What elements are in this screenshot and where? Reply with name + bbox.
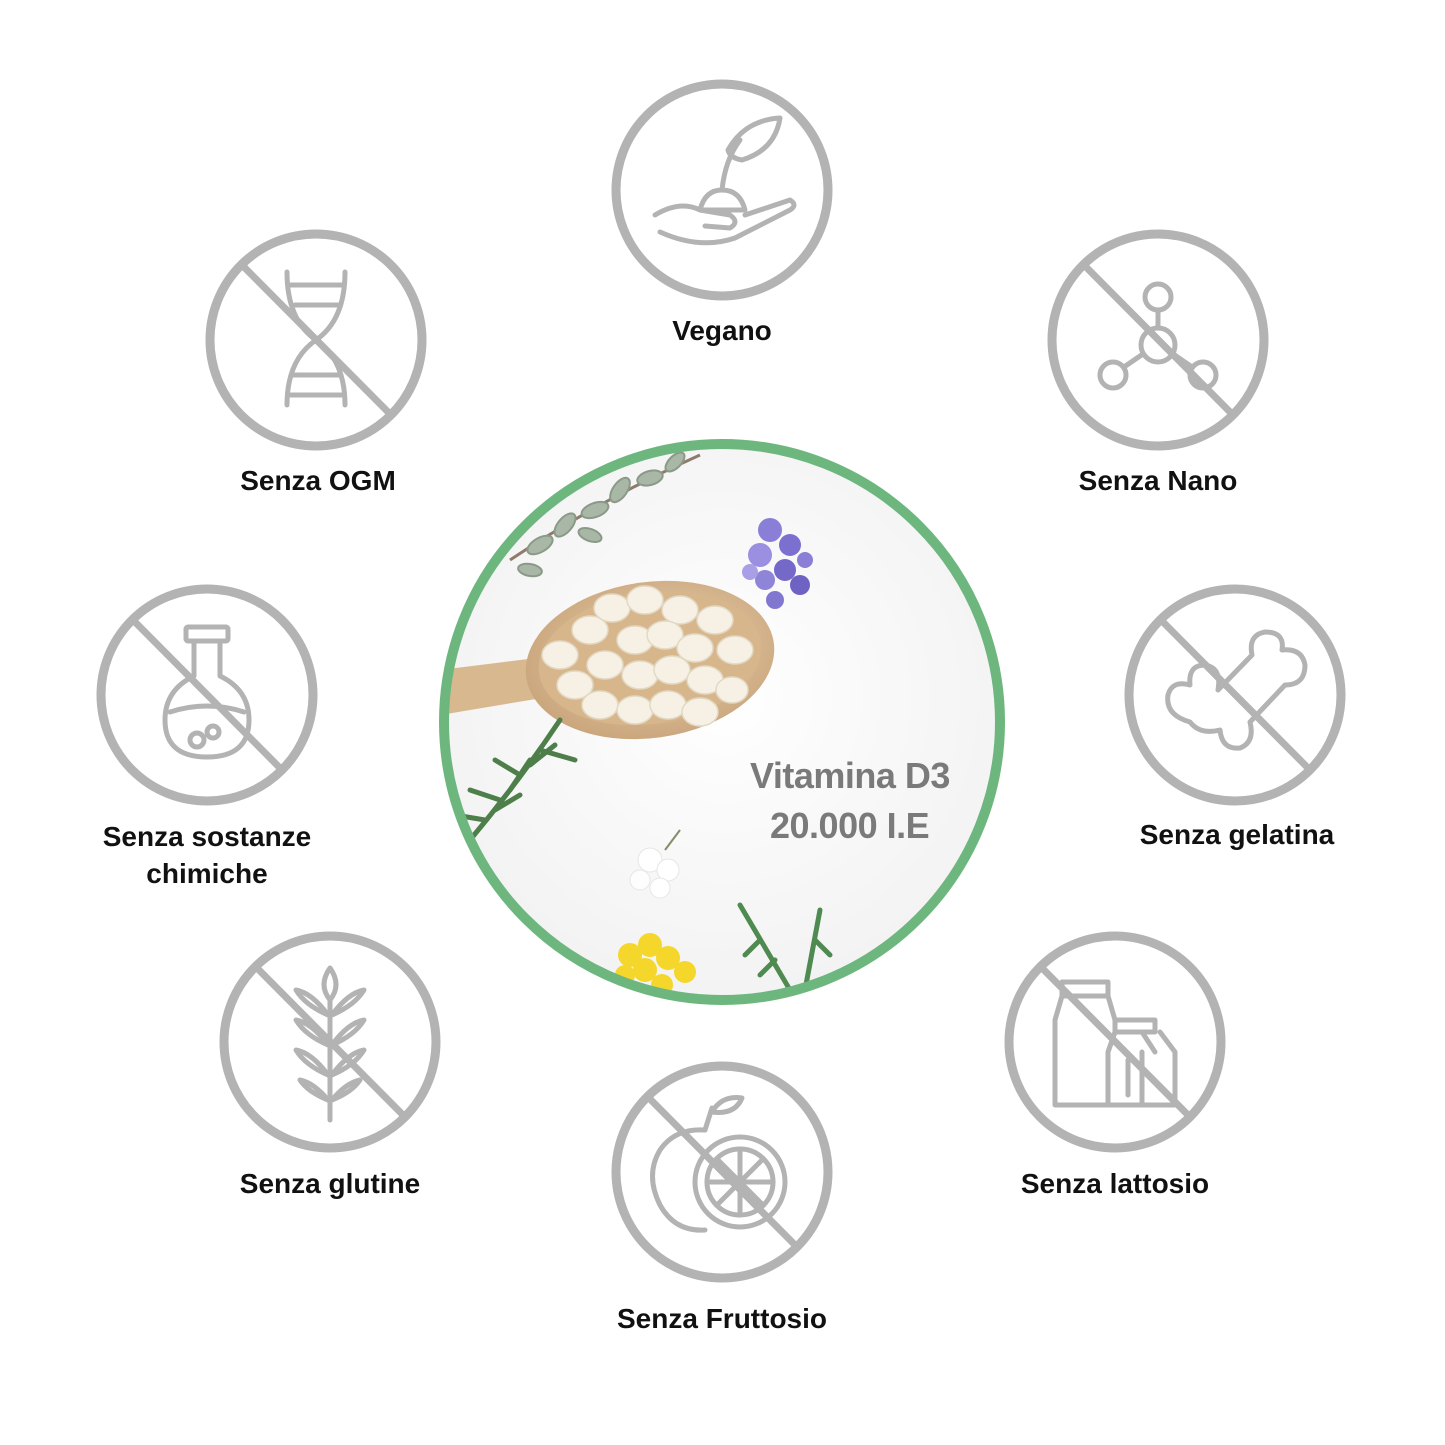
- badge-senza-nano: [1047, 229, 1269, 451]
- center-title-line1: Vitamina D3: [750, 755, 950, 796]
- label-senza-glutine: Senza glutine: [239, 1168, 421, 1199]
- eucalyptus-branch: [509, 451, 701, 578]
- rosemary-sprig-bottom: [737, 902, 833, 993]
- label-vegano: Vegano: [672, 315, 772, 346]
- slash-line: [131, 618, 284, 772]
- badge-senza-ogm: [205, 229, 427, 451]
- slash-line: [646, 1095, 799, 1249]
- badge-senza-fruttosio: [611, 1061, 833, 1283]
- center-green-ring: [439, 439, 1005, 1005]
- milk-carton-icon: [1052, 979, 1178, 1108]
- center-photo: [447, 447, 997, 997]
- badge-senza-lattosio: [1004, 931, 1226, 1153]
- slash-line: [1159, 618, 1312, 772]
- label-senza-sostanze-line2: chimiche: [146, 858, 268, 889]
- bone-icon: [1165, 629, 1308, 751]
- plant-in-hand-icon: [652, 115, 797, 246]
- badge-vegano: [611, 79, 833, 301]
- badge-senza-glutine: [219, 931, 441, 1153]
- tablets: [541, 585, 754, 727]
- wheat-icon: [293, 965, 367, 1123]
- label-senza-lattosio: Senza lattosio: [1020, 1168, 1210, 1199]
- lavender-flowers: [742, 518, 813, 609]
- label-senza-sostanze-line1: Senza sostanze: [102, 821, 312, 852]
- center-title-line2: 20.000 I.E: [770, 805, 930, 846]
- white-flower: [629, 829, 681, 899]
- badge-senza-gelatina: [1124, 584, 1346, 806]
- slash-line: [1082, 263, 1235, 417]
- label-senza-gelatina: Senza gelatina: [1139, 819, 1335, 850]
- fruit-icon: [650, 1095, 788, 1233]
- label-senza-ogm: Senza OGM: [240, 465, 396, 496]
- label-senza-nano: Senza Nano: [1078, 465, 1238, 496]
- slash-line: [1039, 965, 1192, 1119]
- flask-icon: [162, 624, 252, 760]
- dna-icon: [284, 269, 348, 408]
- rosemary-sprig: [452, 717, 578, 843]
- molecule-icon: [1097, 281, 1219, 391]
- label-senza-fruttosio: Senza Fruttosio: [616, 1303, 827, 1334]
- badge-senza-sostanze-chimiche: [96, 584, 318, 806]
